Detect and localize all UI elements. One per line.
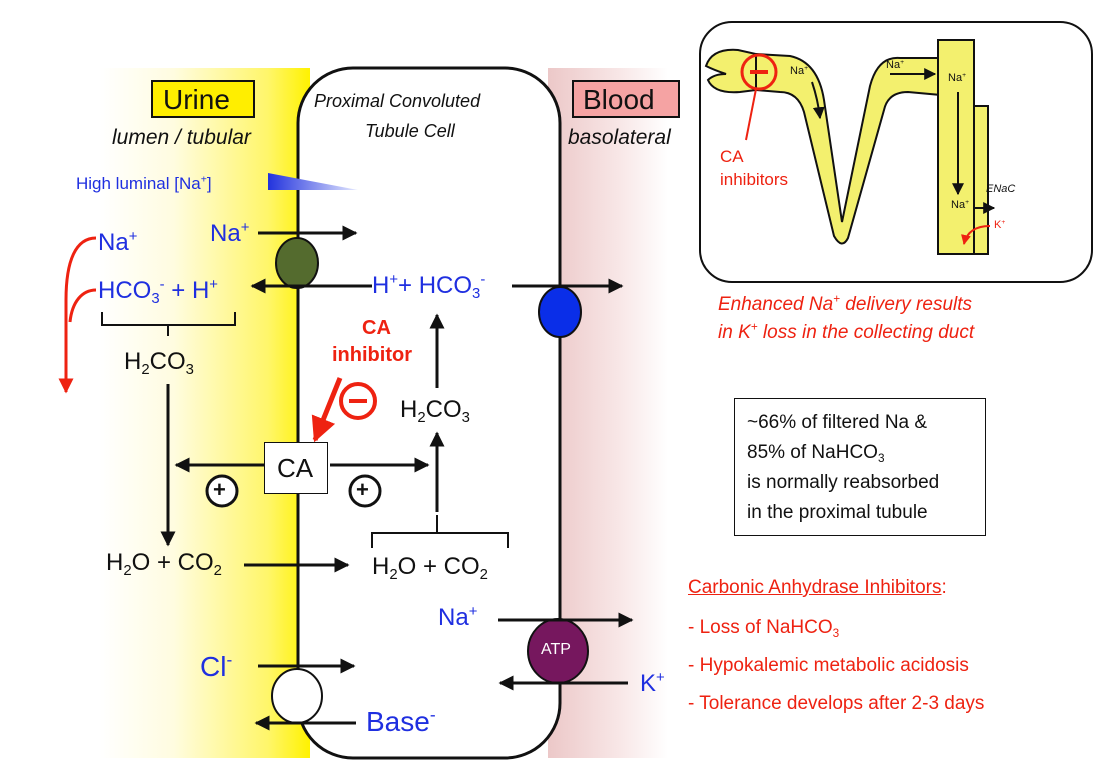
inset-na-label-1: Na+ <box>790 64 809 77</box>
inset-na-label-2: Na+ <box>886 58 905 71</box>
urine-loss-branch <box>68 288 97 323</box>
bicarbonate-transporter <box>538 286 582 338</box>
na-entry-label: Na+ <box>210 219 250 247</box>
inset-ca-label-1: CA <box>720 147 744 166</box>
blood-title-box: Blood <box>572 80 680 118</box>
loop-of-henle <box>755 52 953 245</box>
info-line1: ~66% of filtered Na & <box>747 412 928 433</box>
urine-subtitle: lumen / tubular <box>112 126 251 149</box>
na-h-exchanger <box>275 237 319 289</box>
urine-loss-arrow <box>58 236 97 394</box>
na-gradient-wedge <box>268 173 358 190</box>
base-label: Base- <box>366 704 436 737</box>
cell-bracket <box>371 532 509 548</box>
lumen-na-label: Na+ <box>98 228 138 256</box>
cell-h2co3-label: H2CO3 <box>400 396 470 426</box>
inset-na-arrow-1 <box>811 81 825 120</box>
effect-item-2: - Hypokalemic metabolic acidosis <box>688 655 969 676</box>
ca-inhibitor-label-1: CA <box>362 317 391 339</box>
inset-na-label-4: Na+ <box>951 198 970 211</box>
lumen-h2co3-label: H2CO3 <box>124 348 194 378</box>
basolateral-k-label: K+ <box>640 669 665 697</box>
inset-inhibitor-icon <box>740 53 778 91</box>
tubule-cell <box>296 66 562 760</box>
lumen-cl-label: Cl- <box>200 649 233 682</box>
blood-subtitle: basolateral <box>568 126 671 149</box>
ca-inhibition-arrow <box>311 377 343 443</box>
lumen-hco3-h-label: HCO3- + H+ <box>98 276 218 307</box>
effects-heading: Carbonic Anhydrase Inhibitors: <box>688 577 947 598</box>
carbonic-anhydrase-box: CA <box>264 442 328 494</box>
effect-item-3: - Tolerance develops after 2-3 days <box>688 693 985 714</box>
plus-sign-left: + <box>213 477 226 502</box>
ca-label: CA <box>277 453 314 483</box>
inset-caption-line1: Enhanced Na+ delivery results <box>718 292 973 315</box>
inset-na-label-3: Na+ <box>948 71 967 84</box>
inset-k-arrow <box>961 225 991 245</box>
ca-inhibitor-label-2: inhibitor <box>332 344 412 366</box>
reabsorption-info-box: ~66% of filtered Na & 85% of NaHCO3 is n… <box>734 398 986 536</box>
info-line2: 85% of NaHCO3 <box>747 442 885 465</box>
inset-caption-line2: in K+ loss in the collecting duct <box>718 320 975 343</box>
urine-title-box: Urine <box>151 80 255 118</box>
stimulation-plus-icon-right <box>348 474 382 508</box>
blood-title: Blood <box>583 84 655 115</box>
cell-title-line1: Proximal Convoluted <box>314 91 481 111</box>
stimulation-plus-icon-left <box>205 474 239 508</box>
urine-title: Urine <box>163 84 230 115</box>
lumen-h2o-co2-label: H2O + CO2 <box>106 549 222 579</box>
high-luminal-na-label: High luminal [Na+] <box>76 173 212 193</box>
basolateral-na-label: Na+ <box>438 603 478 631</box>
cell-h-hco3-label: H++ HCO3- <box>372 271 486 302</box>
inset-ca-label-2: inhibitors <box>720 170 789 189</box>
effect-item-1: - Loss of NaHCO3 <box>688 617 840 640</box>
plus-sign-right: + <box>356 477 369 502</box>
cell-title-line2: Tubule Cell <box>365 121 455 141</box>
inset-k-label: K+ <box>994 218 1006 231</box>
atp-label: ATP <box>541 641 571 658</box>
info-line4: in the proximal tubule <box>747 502 928 523</box>
cell-h2o-co2-label: H2O + CO2 <box>372 553 488 583</box>
inset-enac-label: ENaC <box>986 183 1016 195</box>
info-line3: is normally reabsorbed <box>747 472 940 493</box>
cl-base-exchanger <box>271 668 323 724</box>
